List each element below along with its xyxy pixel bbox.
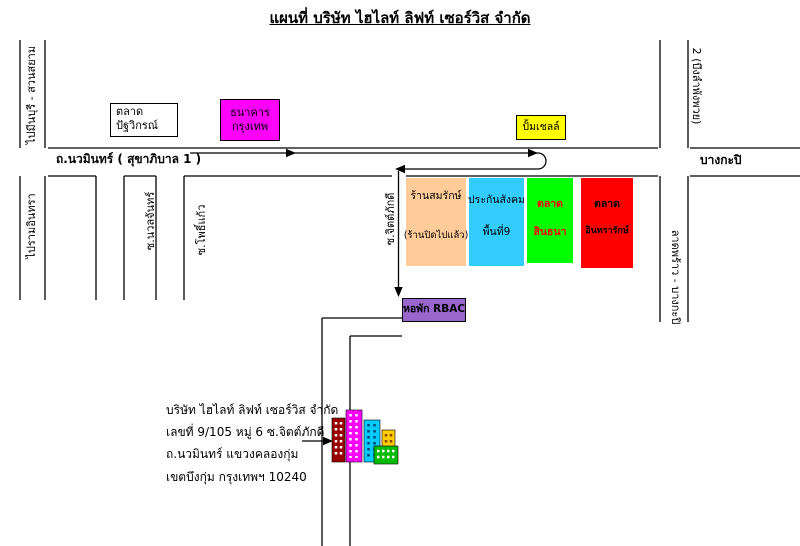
landmark-label: ประกันสังคม [468, 194, 525, 206]
landmark-label: ร้านสมรักษ์ [410, 190, 462, 202]
landmark-label: สินธนา [533, 225, 567, 238]
road-label-bueng-lamphangphuai: 2 (บึงลำพังพวย) [690, 47, 703, 125]
landmark-rbac-dorm: หอพัก RBAC [402, 298, 466, 322]
arrowhead-right-icon [286, 148, 296, 158]
arrowhead-left-icon [395, 164, 405, 174]
landmark-label: ปั้มเชลล์ [522, 120, 560, 133]
landmark-label: พื้นที่9 [482, 225, 511, 238]
arrowhead-building-icon [323, 436, 333, 446]
landmark-label: หอพัก RBAC [402, 303, 466, 316]
landmark-label: ตลาด [116, 105, 144, 118]
landmark-bangkok-bank: ธนาคาร กรุงเทพ [220, 99, 280, 141]
road-label-bangkapi: บางกะปิ [700, 153, 742, 167]
u-turn-arrow-icon [537, 152, 547, 170]
company-address-line: เขตบึงกุ่ม กรุงเทพฯ 10240 [166, 469, 307, 484]
road-label-nawamin: ถ.นวมินทร์ ( สุขาภิบาล 1 ) [56, 152, 202, 166]
landmark-label: ปัฐวิกรณ์ [116, 119, 159, 133]
road-label-to-minburi: ไปมีนบุรี - สวนสยาม [25, 45, 38, 145]
landmark-intharak-market: ตลาด อินทรารักษ์ [581, 178, 633, 268]
company-address-line: เลขที่ 9/105 หมู่ 6 ซ.จิตต์ภักดี [166, 425, 325, 440]
landmark-label: กรุงเทพ [231, 120, 269, 133]
landmark-label: ตลาด [537, 198, 563, 210]
road-label-soi-nuanchan: ซ.นวลจันทร์ [144, 191, 157, 251]
arrowhead-right-icon [528, 148, 538, 158]
road-label-latphrao-bangkapi: ลาดพร้าว - บางกะปิ [669, 229, 682, 325]
company-address-line: ถ.นวมินทร์ แขวงคลองกุ่ม [166, 447, 299, 462]
company-buildings-icon [331, 409, 399, 465]
landmark-shell-station: ปั้มเชลล์ [516, 115, 566, 140]
landmark-label: ธนาคาร [230, 105, 270, 119]
route-arrows [190, 148, 547, 446]
road-label-to-ramindra: ไปรามอินทรา [25, 193, 38, 259]
landmark-label: ตลาด [594, 198, 620, 210]
landmark-somrak-shop: ร้านสมรักษ์ (ร้านปิดไปแล้ว) [403, 178, 469, 266]
arrowhead-down-icon [394, 287, 403, 297]
page-title: แผนที่ บริษัท ไฮไลท์ ลิฟท์ เซอร์วิส จำกั… [269, 9, 531, 27]
landmark-social-security-office: ประกันสังคม พื้นที่9 [468, 178, 525, 266]
roads [19, 40, 800, 546]
company-address-block: บริษัท ไฮไลท์ ลิฟท์ เซอร์วิส จำกัด เลขที… [166, 399, 338, 488]
road-label-soi-phokaeo: ซ.โพธิ์แก้ว [195, 204, 208, 256]
landmark-label: อินทรารักษ์ [585, 225, 629, 236]
landmark-patthawikon-market: ตลาด ปัฐวิกรณ์ [110, 103, 178, 137]
landmark-sinthana-market: ตลาด สินธนา [527, 178, 573, 263]
landmark-label: (ร้านปิดไปแล้ว) [403, 229, 469, 241]
road-label-soi-chitphakdi: ซ.จิตต์ภักดี [384, 192, 397, 246]
company-name: บริษัท ไฮไลท์ ลิฟท์ เซอร์วิส จำกัด [166, 403, 339, 417]
